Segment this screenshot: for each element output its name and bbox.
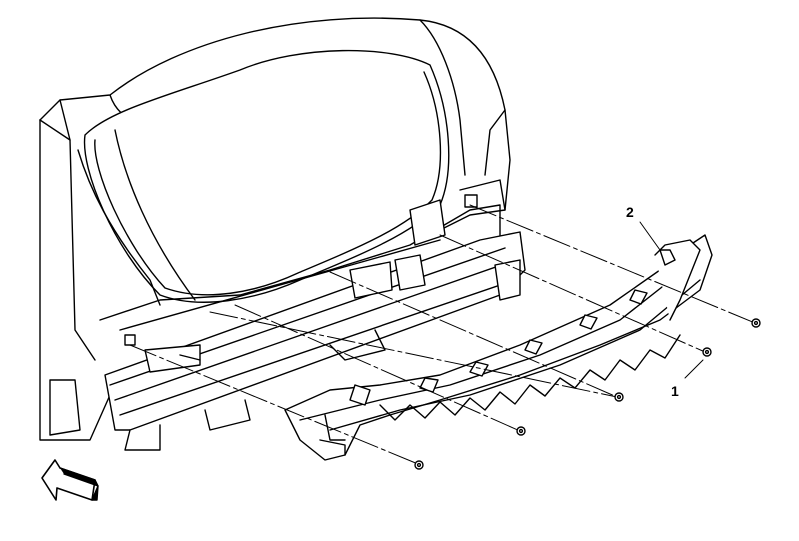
front-direction-arrow-icon [41,459,99,501]
fastener-nut [702,347,712,357]
fasteners [414,318,761,470]
callout-1: 1 [671,383,679,399]
bumper-impact-bar [104,231,526,451]
fastener-nut [414,460,424,470]
fastener-nut [614,392,624,402]
rear-body-panel [99,179,506,346]
trunk-opening [77,49,450,306]
energy-absorber [284,234,713,461]
fastener-alignment-lines [129,204,756,465]
callout-2: 2 [626,204,634,220]
fastener-nut [516,426,526,436]
callout-leaders [639,221,704,379]
fastener-nut [751,318,761,328]
